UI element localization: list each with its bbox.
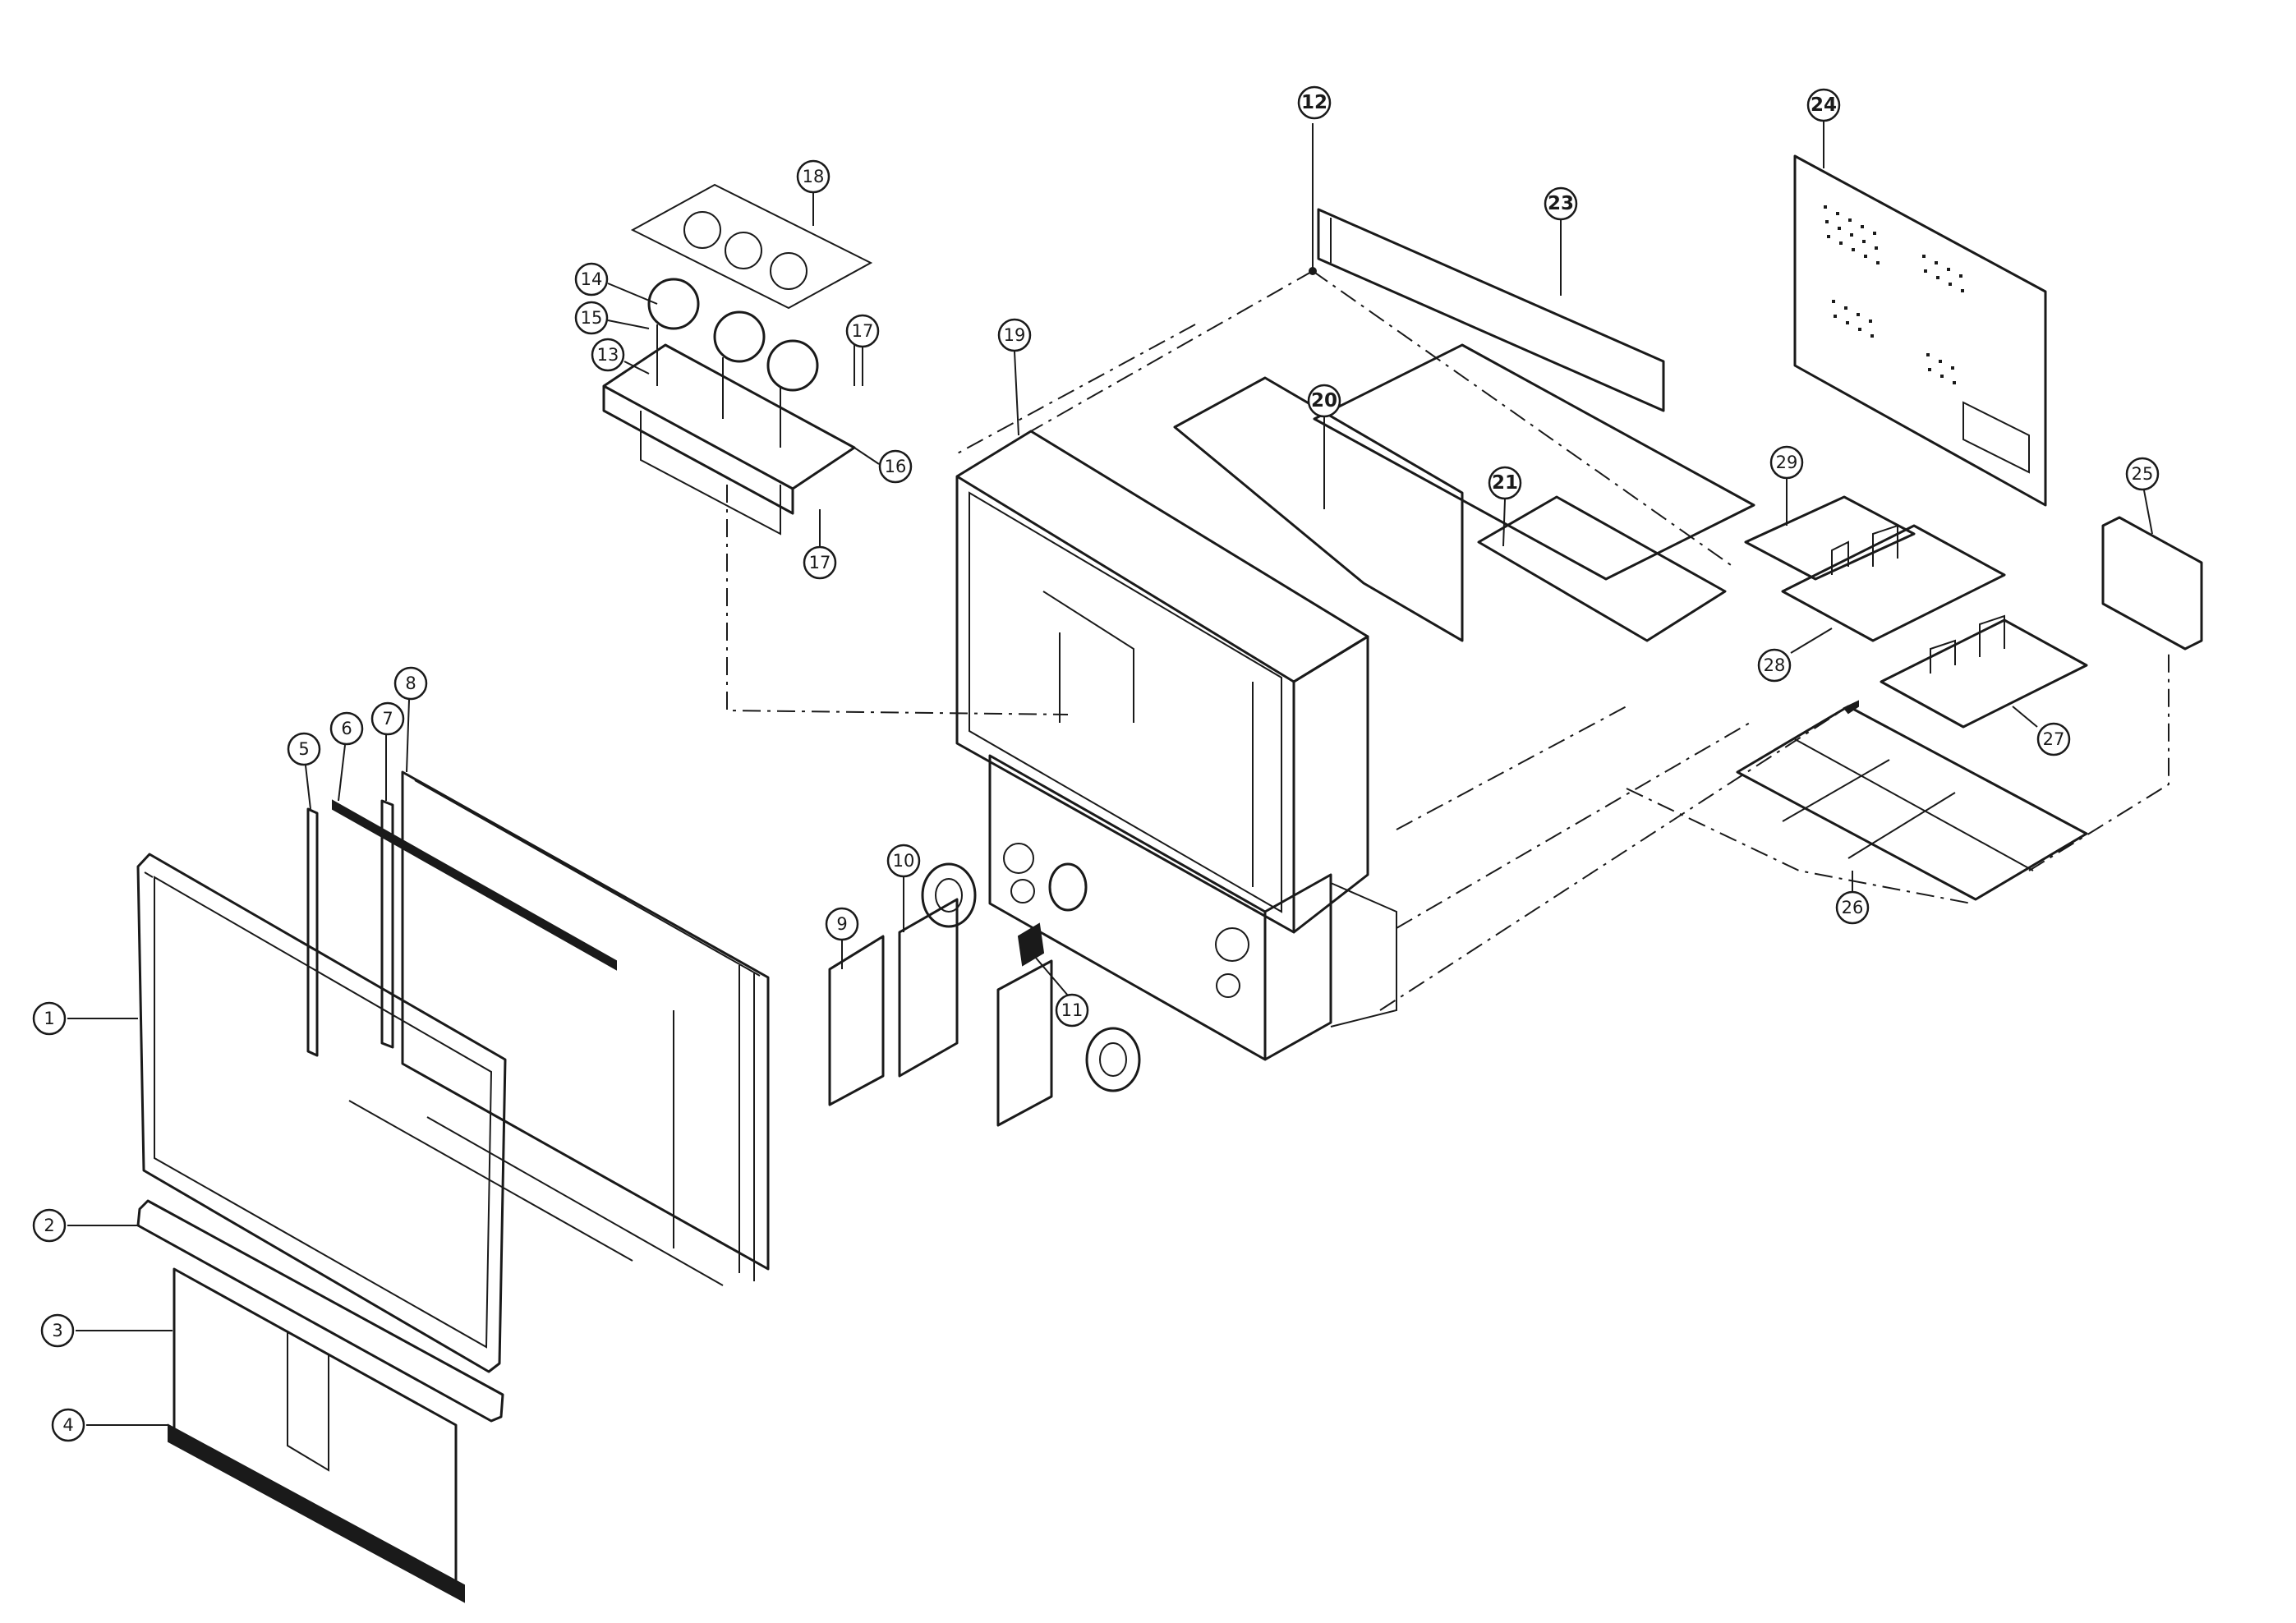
callout-22: 22 <box>1301 92 1327 113</box>
callout-label: 20 <box>1311 390 1337 411</box>
callout-label: 2 <box>44 1216 54 1235</box>
callout-label: 18 <box>803 167 825 186</box>
callout-25: 25 <box>2125 457 2160 535</box>
callout-label: 16 <box>885 457 907 476</box>
callout-label: 6 <box>341 719 352 738</box>
callout-8: 8 <box>393 666 428 773</box>
circuit-boards <box>1736 495 2203 901</box>
callout-label: 5 <box>298 739 309 759</box>
callout-label: 17 <box>809 553 831 572</box>
callout-label: 17 <box>852 321 874 341</box>
callout-label: 24 <box>1811 94 1837 116</box>
callout-4: 4 <box>51 1408 168 1442</box>
callout-17-bottom: 17 <box>803 509 837 580</box>
callout-29: 29 <box>1769 445 1804 526</box>
callout-17-top: 17 <box>845 314 880 386</box>
callout-label: 15 <box>581 308 603 328</box>
callout-11: 11 <box>1034 956 1089 1028</box>
callout-label: 7 <box>382 709 393 729</box>
callout-label: 19 <box>1004 325 1026 345</box>
callout-20: 20 <box>1307 384 1341 509</box>
callout-label: 14 <box>581 269 603 289</box>
bottom-trim-part <box>136 1199 504 1423</box>
callout-label: 25 <box>2132 464 2154 484</box>
callout-1: 1 <box>32 1001 138 1036</box>
callout-label: 4 <box>62 1415 73 1435</box>
callout-9: 9 <box>825 907 859 969</box>
callout-26: 26 <box>1835 871 1870 925</box>
screen-frame-part <box>136 853 507 1373</box>
callout-label: 27 <box>2043 729 2065 749</box>
callout-label: 26 <box>1842 898 1864 917</box>
callout-7: 7 <box>370 701 405 801</box>
crt-assembly <box>602 183 873 536</box>
callout-label: 8 <box>405 674 416 693</box>
cabinet-part <box>955 343 1755 1061</box>
callout-label: 3 <box>52 1321 62 1340</box>
assembly-guide-lines <box>726 270 2169 1011</box>
callout-13: 13 <box>591 338 650 375</box>
callout-label: 11 <box>1061 1000 1084 1020</box>
callout-15: 15 <box>574 301 650 335</box>
callout-24: 24 <box>1806 88 1841 168</box>
callout-12: 12 <box>1297 85 1332 120</box>
lower-panel-part <box>173 1267 458 1591</box>
callout-label: 28 <box>1764 655 1786 675</box>
callout-18: 18 <box>796 159 831 226</box>
callout-21: 21 <box>1488 466 1522 547</box>
callout-27: 27 <box>2012 706 2071 756</box>
back-cover-part <box>1793 154 2047 507</box>
callout-23: 23 <box>1544 186 1578 296</box>
callout-16: 16 <box>854 447 913 484</box>
callout-14: 14 <box>574 262 658 305</box>
callout-19: 19 <box>997 318 1032 436</box>
cabinet-panels <box>1173 123 1727 642</box>
callout-label: 12 <box>1301 92 1327 113</box>
callout-28: 28 <box>1757 628 1833 683</box>
callout-label: 29 <box>1776 453 1798 472</box>
callout-10: 10 <box>886 844 921 932</box>
callout-label: 9 <box>836 914 847 934</box>
callout-6: 6 <box>329 711 364 802</box>
callout-label: 13 <box>597 345 619 365</box>
control-bar-part <box>168 1423 465 1603</box>
callout-label: 23 <box>1548 193 1574 214</box>
speaker-parts <box>828 862 1141 1127</box>
callout-3: 3 <box>40 1313 173 1348</box>
callout-5: 5 <box>287 732 321 810</box>
callout-label: 10 <box>893 851 915 871</box>
callout-label: 21 <box>1492 472 1518 494</box>
callout-2: 2 <box>32 1208 140 1243</box>
screen-strips <box>306 770 770 1286</box>
callout-label: 1 <box>44 1009 54 1028</box>
